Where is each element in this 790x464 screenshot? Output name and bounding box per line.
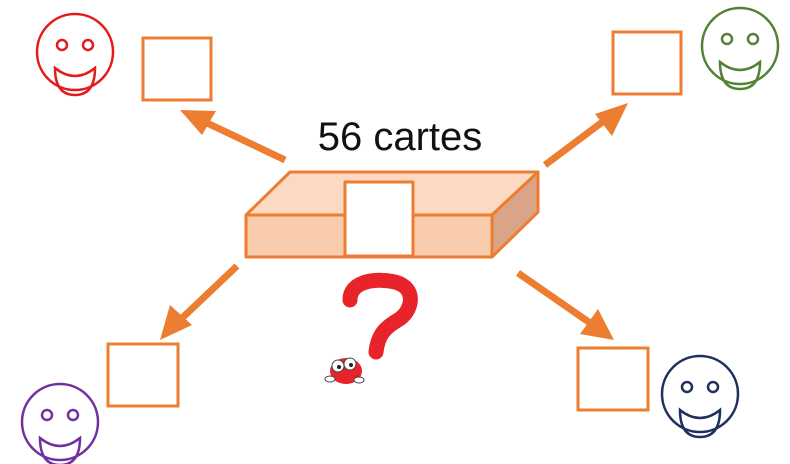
arrow-to-top-left	[180, 110, 287, 164]
arrow-to-bottom-left	[160, 263, 240, 340]
question-mark-character-icon	[324, 272, 418, 384]
card-deck-box	[244, 170, 540, 259]
answer-box-bottom-left	[106, 342, 180, 408]
player-answer-boxes	[106, 30, 683, 412]
deck-answer-box	[343, 180, 415, 258]
deck-label: 56 cartes	[318, 115, 483, 159]
smiley-bottom-right-icon	[660, 354, 740, 439]
smiley-bottom-left-icon	[20, 382, 100, 464]
smiley-top-left-icon	[35, 12, 115, 97]
smiley-top-right-icon	[700, 6, 780, 91]
answer-box-bottom-right	[576, 346, 650, 412]
answer-box-top-right	[611, 30, 683, 96]
answer-box-top-left	[141, 36, 213, 102]
arrow-to-bottom-right	[516, 270, 614, 340]
arrow-to-top-right	[542, 103, 628, 168]
arrows	[160, 103, 628, 340]
